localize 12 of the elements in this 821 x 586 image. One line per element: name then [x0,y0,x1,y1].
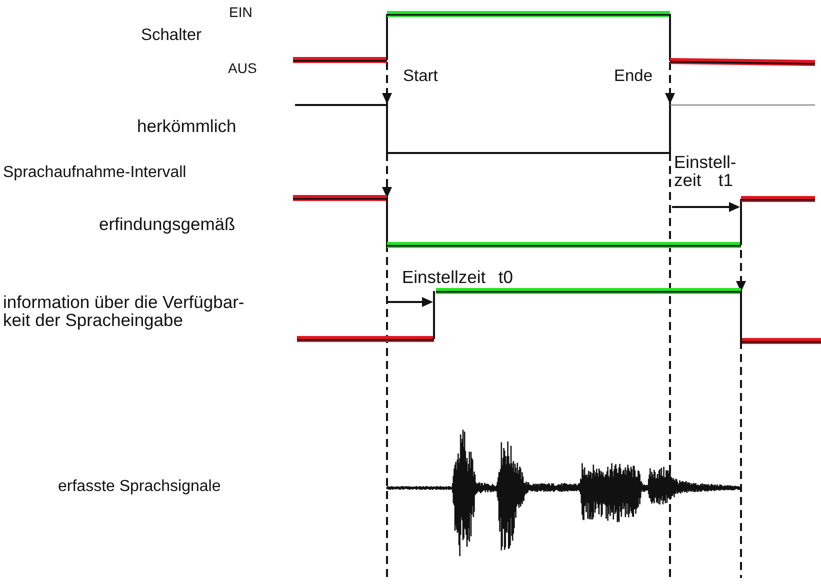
signal-name-label: herkömmlich [137,116,236,137]
signal-name-label: erfasste Sprachsignale [58,477,221,496]
signal-name-label: Sprachaufnahme-Intervall [3,163,186,182]
signal-name-label: erfindungsgemäß [99,214,236,235]
duration-label: Einstellzeit t0 [402,267,513,288]
duration-label: Einstell- zeit t1 [674,153,738,189]
state-label: EIN [229,4,252,21]
event-label: Ende [614,67,653,87]
event-label: Start [403,67,438,87]
signal-name-label: information über die Verfügbar- keit der Spracheingabe [3,293,246,329]
state-label: AUS [228,60,257,77]
signal-name-label: Schalter [141,26,202,46]
